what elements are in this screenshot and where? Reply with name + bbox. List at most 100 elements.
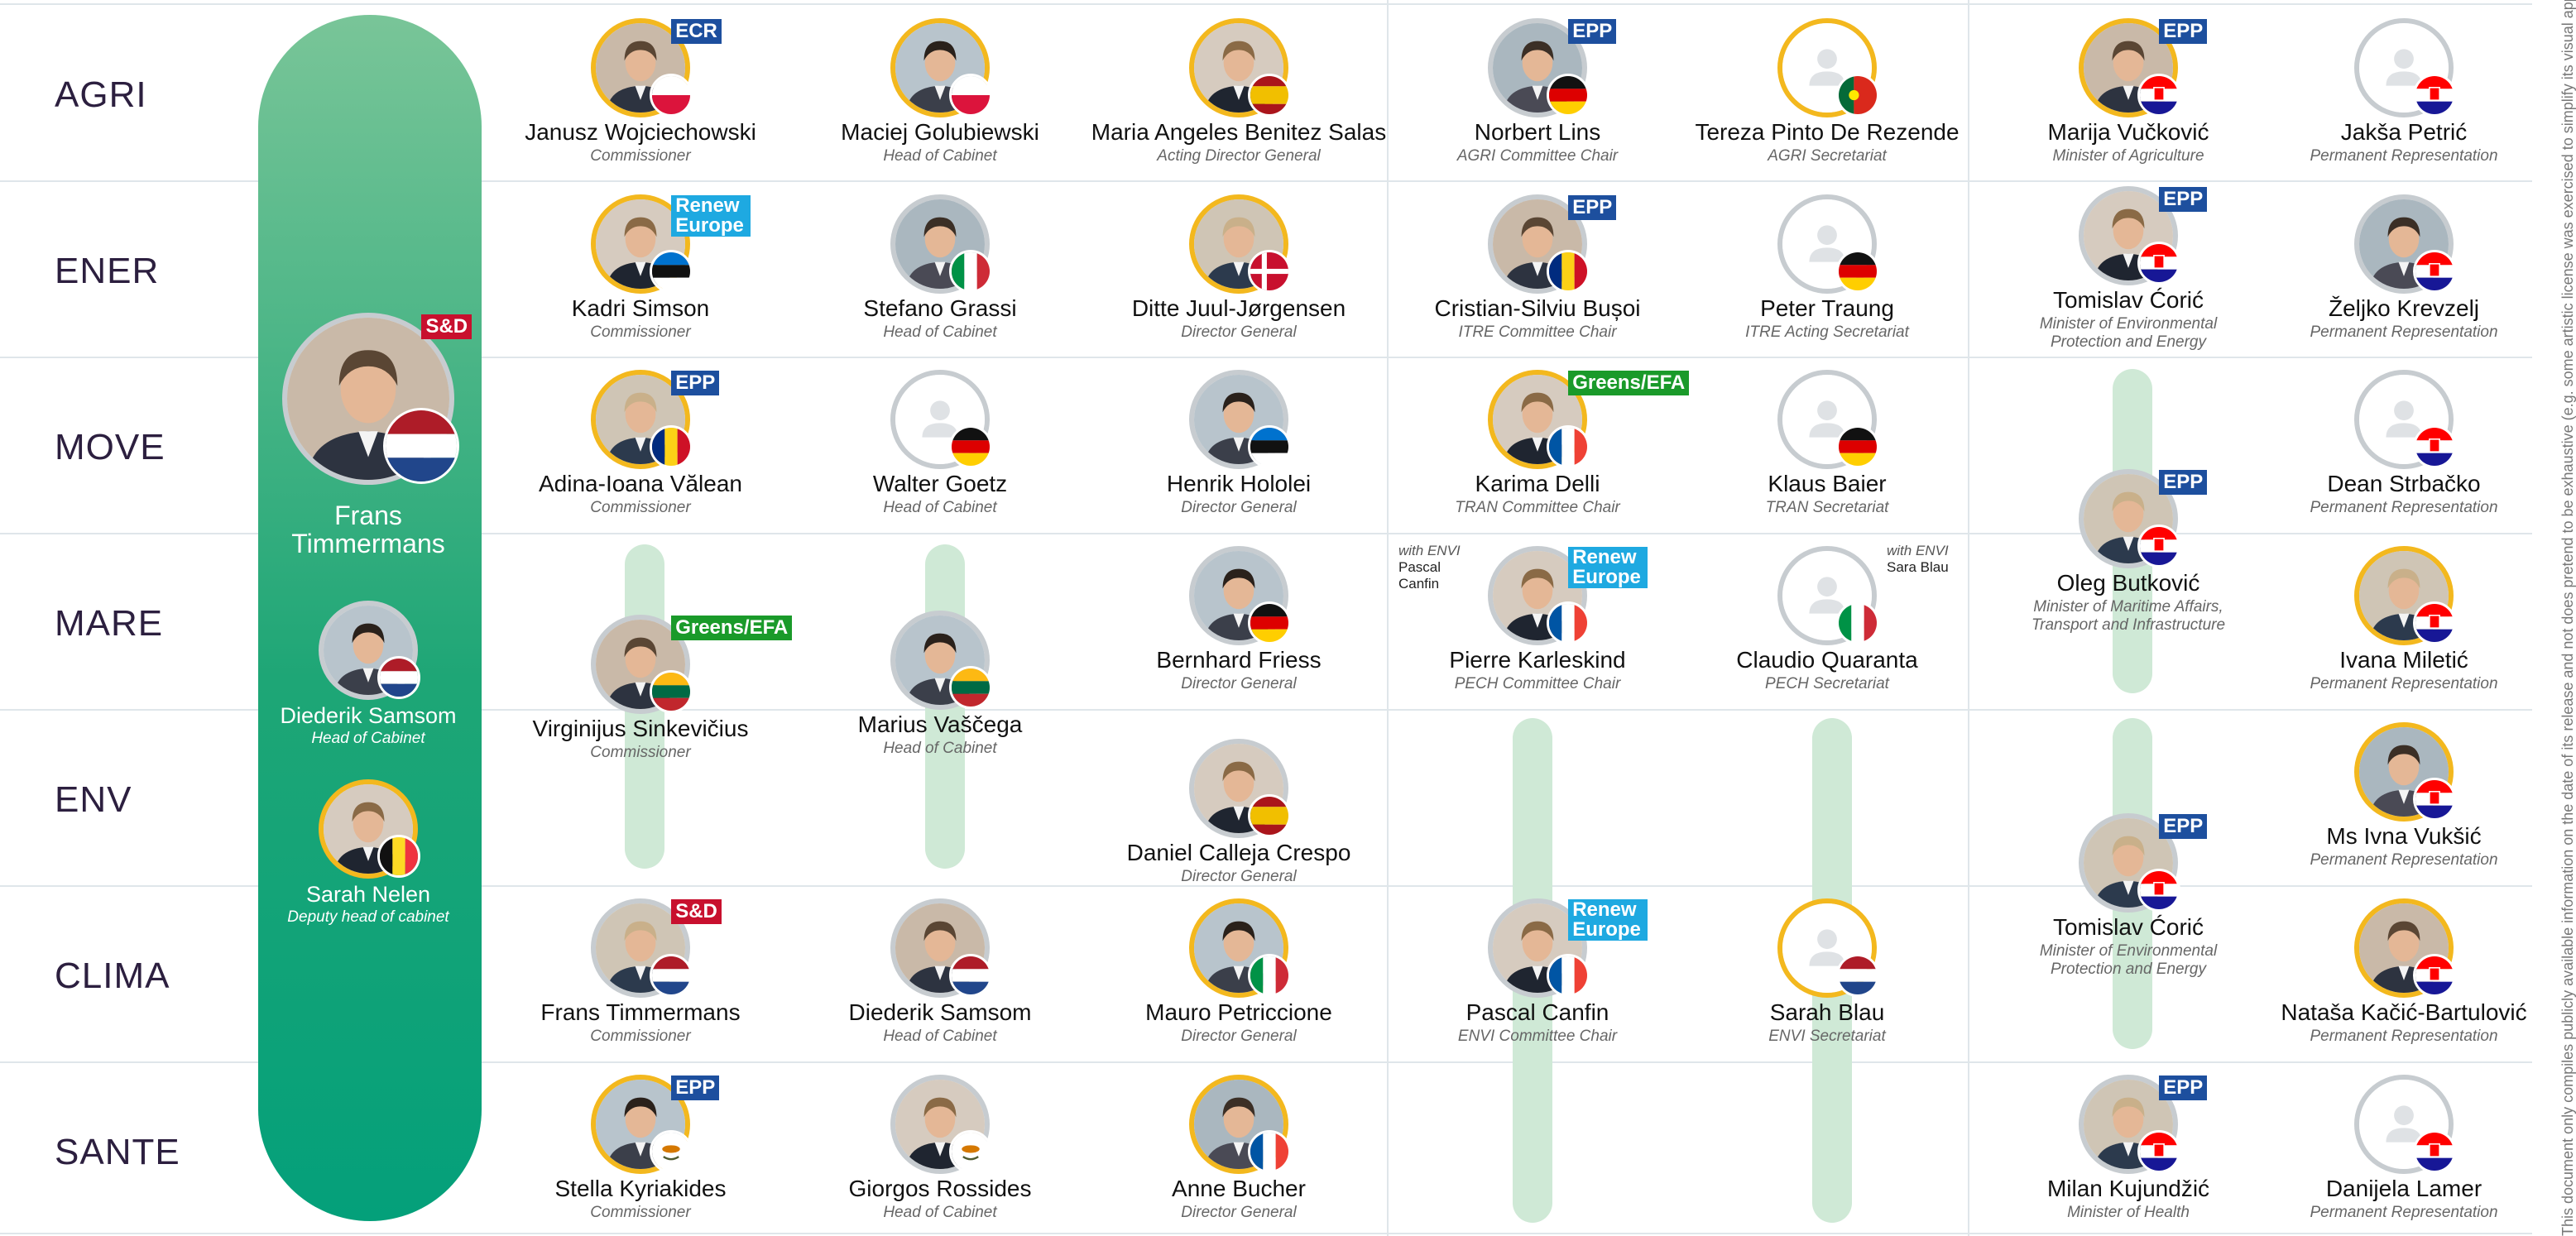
row-divider: [0, 357, 2532, 358]
party-badge: ECR: [671, 19, 722, 45]
person-role: Commissioner: [590, 1204, 691, 1221]
person-role: Permanent Representation: [2310, 675, 2498, 692]
flag-lt-icon: [949, 666, 993, 709]
person-role: Director General: [1181, 868, 1297, 885]
flag-cy-icon: [949, 1130, 993, 1173]
party-badge: Greens/EFA: [671, 616, 793, 641]
flag-nl-icon: [650, 954, 693, 997]
person-role: Permanent Representation: [2310, 147, 2498, 165]
party-badge: Greens/EFA: [1568, 371, 1690, 396]
person-name: Jakša Petrić: [2340, 119, 2468, 145]
placeholder-avatar-icon: [890, 370, 990, 469]
person-name: Frans Timmermans: [540, 999, 741, 1025]
person-name: Stella Kyriakides: [554, 1176, 727, 1201]
person-name: Daniel Calleja Crespo: [1126, 840, 1351, 865]
note-with-envi-sarah-name: Sara Blau: [1887, 559, 1949, 575]
person-name: Diederik Samsom: [848, 999, 1032, 1025]
person-role: TRAN Secretariat: [1765, 499, 1889, 516]
row-divider: [0, 885, 2532, 887]
person-role: Head of Cabinet: [883, 1028, 997, 1045]
party-badge: S&D: [671, 899, 722, 925]
person-role: ITRE Committee Chair: [1458, 323, 1617, 341]
person-role: Minister of Environmental Protection and…: [2039, 315, 2218, 351]
person-name: Claudio Quaranta: [1736, 647, 1918, 673]
person-name: Milan Kujundžić: [2046, 1176, 2210, 1201]
person-role: PECH Secretariat: [1765, 675, 1889, 692]
flag-fr-icon: [1547, 601, 1590, 644]
flag-it-icon: [1836, 601, 1880, 644]
person-role: Director General: [1181, 1204, 1297, 1221]
row-label-agri: AGRI: [55, 74, 147, 115]
flag-hr-icon: [2413, 778, 2457, 821]
person-name: Željko Krevzelj: [2328, 295, 2480, 321]
person-name: Maciej Golubiewski: [841, 119, 1039, 145]
person-role: Minister of Health: [2067, 1204, 2190, 1221]
person-role: Head of Cabinet: [883, 740, 997, 757]
person-role: Head of Cabinet: [883, 323, 997, 341]
note-with-envi-sarah: with ENVI Sara Blau: [1887, 543, 1978, 576]
person-role: Head of Cabinet: [883, 499, 997, 516]
flag-nl-icon: [949, 954, 993, 997]
person-name: Pierre Karleskind: [1449, 647, 1626, 673]
person-role: Commissioner: [590, 147, 691, 165]
row-divider: [0, 533, 2532, 534]
person-role: Commissioner: [590, 323, 691, 341]
person-name: Adina-Ioana Vălean: [539, 471, 742, 496]
person-role: Head of Cabinet: [883, 1204, 997, 1221]
row-label-move: MOVE: [55, 427, 165, 467]
flag-it-icon: [949, 250, 993, 293]
person-name: Sarah Blau: [1769, 999, 1885, 1025]
flag-nl-icon: [1836, 954, 1880, 997]
person-role: Minister of Maritime Affairs, Transport …: [2031, 598, 2226, 634]
person-role: Permanent Representation: [2310, 1204, 2498, 1221]
row-divider: [0, 1233, 2532, 1234]
row-divider: [0, 3, 2532, 5]
placeholder-avatar-icon: [2354, 18, 2454, 117]
person-role: Commissioner: [590, 1028, 691, 1045]
person-name: Pascal Canfin: [1465, 999, 1609, 1025]
person-role: Permanent Representation: [2310, 323, 2498, 341]
person-name: Walter Goetz: [872, 471, 1008, 496]
portrait-photo: [591, 370, 690, 469]
person-role: Director General: [1181, 1028, 1297, 1045]
flag-hr-icon: [2413, 425, 2457, 468]
person-role: PECH Committee Chair: [1454, 675, 1621, 692]
flag-de-icon: [1547, 74, 1590, 117]
flag-be-icon: [377, 835, 421, 878]
person-role: Acting Director General: [1157, 147, 1321, 165]
row-label-ener: ENER: [55, 251, 160, 291]
flag-pt-icon: [1836, 74, 1880, 117]
person-role: ENVI Committee Chair: [1457, 1028, 1618, 1045]
flag-hr-icon: [2137, 242, 2181, 285]
person-role: Commissioner: [590, 499, 691, 516]
disclaimer-text: This document only compiles publicly ava…: [2559, 0, 2576, 1236]
person-role: TRAN Committee Chair: [1455, 499, 1620, 516]
person-role: Head of Cabinet: [883, 147, 997, 165]
evp-cabinet-role-1: Deputy head of cabinet: [287, 908, 449, 926]
party-badge: EPP: [2159, 1076, 2208, 1101]
party-badge: Renew Europe: [671, 195, 751, 237]
person-name: Virginijus Sinkevičius: [532, 716, 749, 741]
evp-cabinet-role-0: Head of Cabinet: [311, 730, 425, 747]
group-divider: [1387, 0, 1389, 1236]
flag-pl-icon: [949, 74, 993, 117]
person-name: Oleg Butković: [2056, 570, 2200, 596]
person-name: Danijela Lamer: [2325, 1176, 2482, 1201]
flag-de-icon: [949, 425, 993, 468]
flag-hr-icon: [2413, 954, 2457, 997]
person-name: Stefano Grassi: [863, 295, 1017, 321]
row-label-mare: MARE: [55, 603, 164, 644]
person-name: Ms Ivna Vukšić: [2326, 823, 2482, 849]
person-name: Ditte Juul-Jørgensen: [1131, 295, 1346, 321]
flag-fr-icon: [1547, 954, 1590, 997]
person-name: Henrik Hololei: [1166, 471, 1312, 496]
party-badge: EPP: [671, 1076, 720, 1101]
person-role: Permanent Representation: [2310, 1028, 2498, 1045]
flag-nl-icon: [377, 656, 421, 699]
person-name: Ivana Miletić: [2339, 647, 2468, 673]
person-role: Permanent Representation: [2310, 499, 2498, 516]
person-role: Director General: [1181, 499, 1297, 516]
party-badge: Renew Europe: [1568, 547, 1648, 589]
person-name: Mauro Petriccione: [1145, 999, 1332, 1025]
flag-ee-icon: [1248, 425, 1292, 468]
